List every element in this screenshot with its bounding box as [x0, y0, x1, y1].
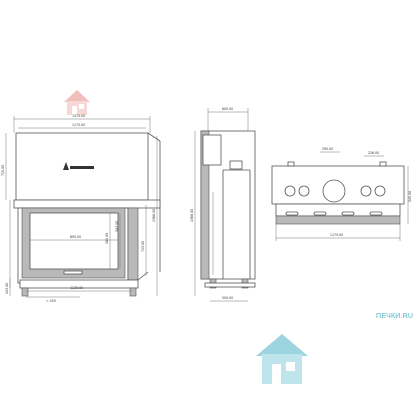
- brand-watermark-text: ПЕЧКИ.RU: [376, 313, 413, 320]
- top-right-dim: 226.00: [368, 151, 379, 155]
- side-top-width: 600.00: [222, 107, 233, 111]
- front-lift-height: 723.00: [141, 241, 145, 252]
- front-view: 1375.00 1175.00 895.00 161.00 11: [1, 114, 161, 303]
- top-depth-dim: 545.00: [408, 191, 412, 202]
- flame-logo-icon: [63, 162, 94, 170]
- house-watermark-icon-bottom: [256, 334, 308, 384]
- front-overall-width: 1375.00: [72, 114, 85, 118]
- house-watermark-icon-top: [64, 90, 90, 115]
- top-view: 290.00 226.00 545.00 1175.00: [271, 147, 412, 241]
- front-total-height: 1366.00: [152, 209, 156, 222]
- front-glass-width: 895.00: [70, 235, 81, 239]
- front-glass-height: 161.00: [105, 233, 109, 244]
- top-left-dim: 290.00: [322, 147, 333, 151]
- front-inner-width: 1175.00: [72, 123, 85, 127]
- side-bottom-width: 500.00: [222, 296, 233, 300]
- side-total-height: 1366.00: [190, 209, 194, 222]
- side-view: 600.00 1366.00 500.00: [190, 107, 256, 302]
- front-bottom-width: 1125.00: [70, 286, 83, 290]
- front-offset: ≈ 450: [46, 299, 56, 303]
- front-height-left: 715.00: [1, 165, 5, 176]
- top-width-dim: 1175.00: [330, 233, 343, 237]
- front-door-height: 543.00: [115, 221, 119, 232]
- front-foot-height: 443.00: [5, 283, 9, 294]
